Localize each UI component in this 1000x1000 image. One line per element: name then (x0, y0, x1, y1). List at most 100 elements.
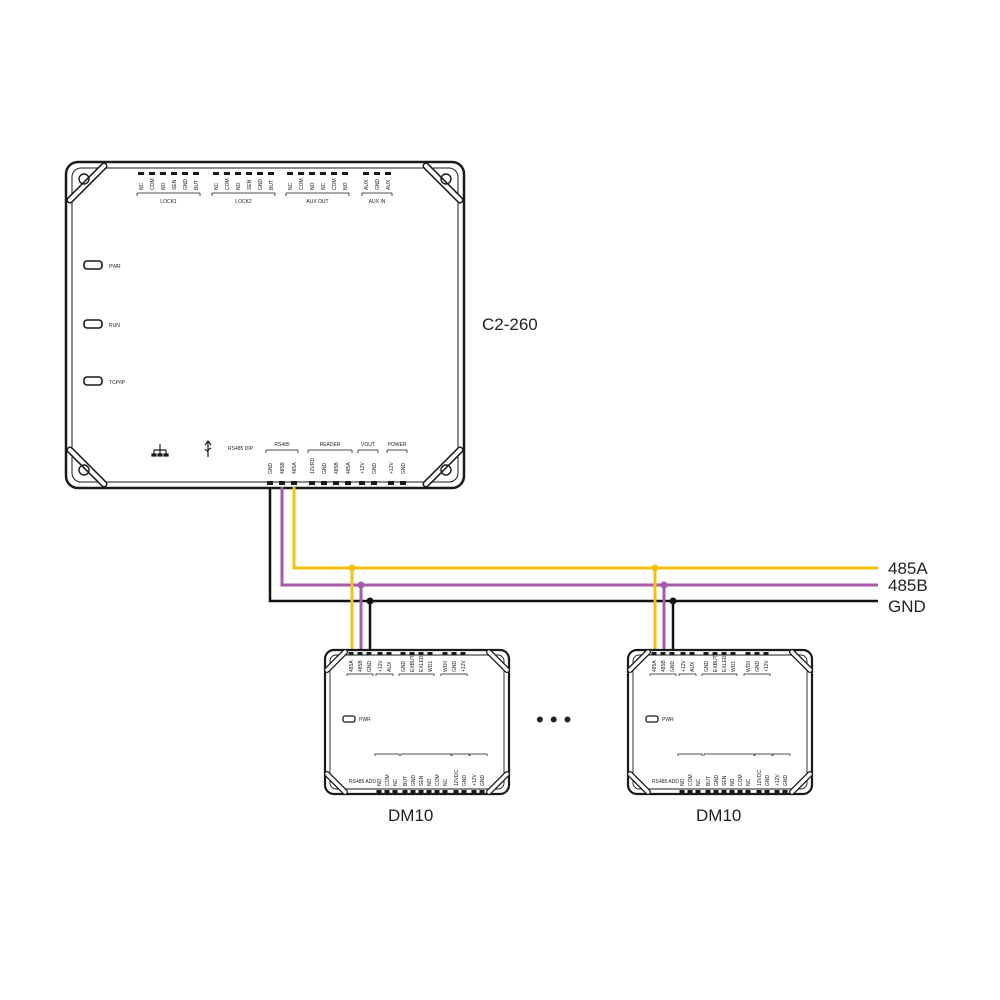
bottom-group-label: READER (320, 442, 341, 448)
module-corner-0 (627, 649, 651, 673)
module-terminal-screw (763, 652, 769, 655)
module-terminal-screw (402, 790, 408, 793)
module-outer-shell (626, 648, 814, 796)
module-bottom-pin-label: SEN (722, 775, 728, 786)
module-terminal-screw (418, 790, 424, 793)
group-bracket (211, 192, 276, 196)
module-terminal-screw (745, 790, 751, 793)
wire-485a-trunk (292, 487, 878, 570)
top-pin-label: NO (161, 182, 167, 190)
top-pin-label: COM (150, 178, 156, 190)
terminal-screw (359, 481, 365, 485)
terminal-screw (374, 172, 380, 175)
usb-icon (204, 440, 212, 457)
terminal-screw (138, 172, 144, 175)
module-top-pin-label: +12V (461, 660, 467, 672)
controller-led-pwr: PWR (83, 260, 121, 270)
module-terminal-screw (712, 652, 718, 655)
module-bottom-pin-label: NC (443, 778, 449, 786)
bottom-pin-label: 485A (292, 462, 298, 474)
terminal-screw (333, 481, 339, 485)
module-terminal-screw (713, 790, 719, 793)
terminal-screw (345, 481, 351, 485)
terminal-screw (385, 172, 391, 175)
module-bottom-pin-label: NO (377, 778, 383, 786)
bottom-pin-label: GND (268, 463, 274, 475)
module-group-bracket (469, 753, 488, 756)
module-terminal-screw (745, 652, 751, 655)
module-top-pin-label: 485A (349, 660, 355, 672)
controller-led-run: RUN (83, 319, 120, 329)
junction-485b-2 (660, 581, 668, 589)
led-label-run: RUN (109, 323, 120, 329)
module-bottom-pin-label: NC (746, 778, 752, 786)
top-pin-label: SEN (247, 179, 253, 190)
module-top-pin-label: AUX (690, 661, 696, 672)
top-pin-label: NC (288, 182, 294, 190)
terminal-screw (279, 481, 285, 485)
module-top-pin-label: GND (367, 661, 373, 673)
module-bottom-pin-label: GND (783, 775, 789, 787)
module-terminal-screw (418, 652, 424, 655)
module-terminal-screw (729, 790, 735, 793)
module-terminal-screw (756, 790, 762, 793)
module-terminal-screw (377, 652, 383, 655)
module-terminal-screw (376, 790, 382, 793)
bottom-pin-label: 485B (280, 462, 286, 474)
module-top-pin-label: EXLED (722, 655, 728, 672)
module-group-bracket (701, 673, 738, 676)
module-bottom-pin-label: +12V (472, 774, 478, 786)
module-group-bracket (743, 673, 771, 676)
module-terminal-screw (680, 652, 686, 655)
module-terminal-screw (695, 790, 701, 793)
module-bottom-pin-label: NO (427, 778, 433, 786)
module-terminal-screw (410, 790, 416, 793)
top-pin-label: COM (225, 178, 231, 190)
controller-led-tcpip: TCP/IP (83, 376, 126, 386)
module-group-bracket (375, 673, 394, 676)
terminal-screw (309, 172, 315, 175)
junction-485a-1 (348, 564, 356, 572)
module-terminal-screw (471, 790, 477, 793)
bottom-pin-label: 485B (334, 462, 340, 474)
top-group-label: AUX IN (369, 199, 386, 205)
module-corner-2 (627, 771, 651, 795)
module-bottom-pin-label: COM (385, 774, 391, 786)
terminal-screw (320, 172, 326, 175)
top-group-label: LOCK2 (235, 199, 252, 205)
bottom-group-label: VOUT (361, 442, 375, 448)
top-pin-label: GND (258, 179, 264, 191)
module-terminal-screw (689, 652, 695, 655)
module-corner-0 (324, 649, 348, 673)
controller-corner-br (422, 446, 464, 488)
top-pin-label: NC (214, 182, 220, 190)
module-inner-panel (329, 654, 505, 790)
bottom-pin-label: +12V (360, 462, 366, 474)
module-group-bracket (754, 753, 773, 756)
module-top-pin-label: WD1 (428, 661, 434, 672)
junction-gnd-2 (669, 597, 677, 605)
module-bottom-pin-label: BUT (706, 776, 712, 786)
module-terminal-screw (366, 652, 372, 655)
module-bottom-pin-label: GND (411, 775, 417, 787)
led-label-pwr: PWR (109, 264, 121, 270)
module-terminal-screw (409, 652, 415, 655)
led-label-tcpip: TCP/IP (109, 380, 126, 386)
module-outer-shell (323, 648, 511, 796)
module-top-pin-label: GND (704, 661, 710, 673)
module-top-pin-label: WD0 (746, 661, 752, 672)
module-led-pwr (342, 715, 356, 723)
bus-label-485a: 485A (888, 559, 928, 578)
bottom-pin-label: GND (322, 463, 328, 475)
module-terminal-screw (400, 652, 406, 655)
bottom-pin-label: GND (401, 463, 407, 475)
module-terminal-screw (774, 790, 780, 793)
